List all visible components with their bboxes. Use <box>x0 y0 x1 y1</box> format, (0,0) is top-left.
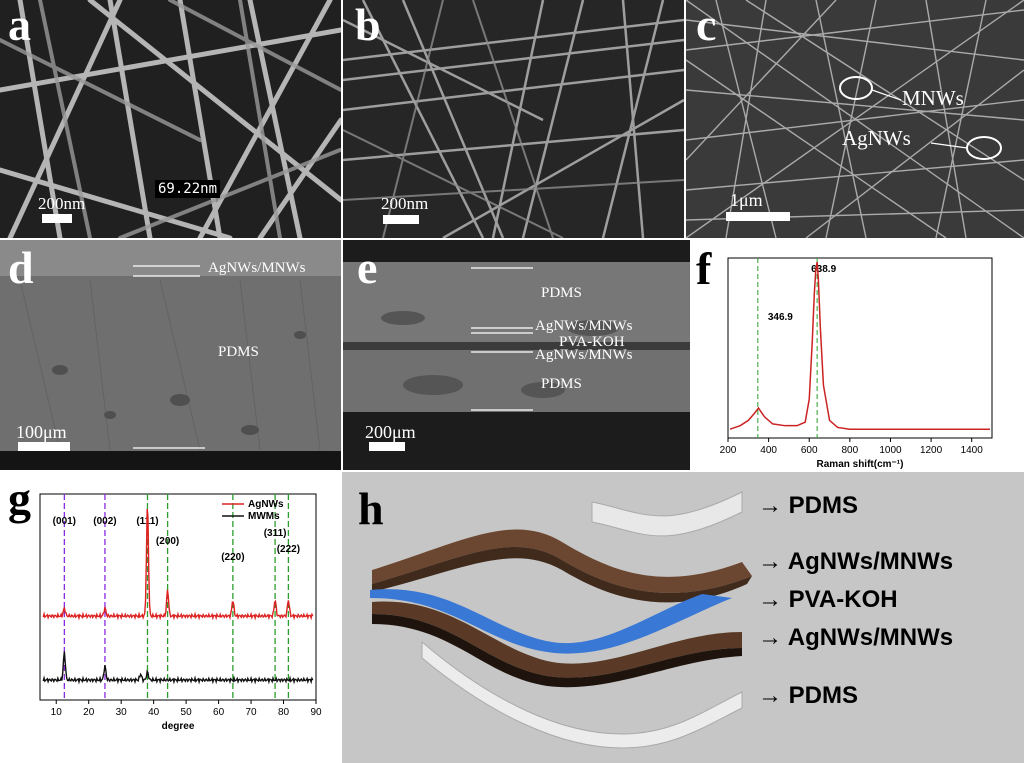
arrow-right-icon: → <box>758 682 782 709</box>
peak-label: (222) <box>277 544 300 555</box>
peak-label: (001) <box>53 516 76 527</box>
x-axis-label: degree <box>162 721 195 732</box>
sem-panel-a: a 200nm 69.22nm <box>0 0 341 238</box>
arrow-right-icon: → <box>758 586 782 613</box>
device-schematic-h: h → PDMS → AgNWs/MNWs → PVA-KOH → AgNWs/… <box>342 472 1024 763</box>
layer-label-e3: PVA-KOH <box>559 334 625 350</box>
measure-label-a: 69.22nm <box>155 180 221 198</box>
arrow-right-icon: → <box>758 548 782 575</box>
layer-label-e5: PDMS <box>541 376 582 392</box>
layer-label-e1: PDMS <box>541 285 582 301</box>
sem-panel-e: e PDMS AgNWs/MNWs PVA-KOH AgNWs/MNWs PDM… <box>343 240 690 470</box>
schematic-label-1: → PDMS <box>758 492 859 519</box>
x-tick-label: 80 <box>278 707 290 718</box>
legend-label: AgNWs <box>248 499 284 510</box>
peak-label: (200) <box>156 536 179 547</box>
peak-label: (311) <box>264 528 287 539</box>
x-axis-label: Raman shift(cm⁻¹) <box>817 459 904 470</box>
plot-frame <box>39 493 317 701</box>
panel-label-a: a <box>8 0 31 50</box>
panel-label-c: c <box>696 0 717 50</box>
nanowire-image-b <box>343 0 684 238</box>
sem-panel-b: b 200nm <box>343 0 684 238</box>
peak-label: (220) <box>221 552 244 563</box>
cross-section-image-e <box>343 240 690 470</box>
x-tick-label: 1400 <box>961 445 984 456</box>
schematic-label-2: → AgNWs/MNWs <box>758 548 954 575</box>
x-tick-label: 90 <box>310 707 322 718</box>
legend-label: MWMs <box>248 511 280 522</box>
x-tick-label: 60 <box>213 707 225 718</box>
x-tick-label: 70 <box>245 707 257 718</box>
panel-label-d: d <box>8 242 34 293</box>
panel-label-h: h <box>358 483 384 534</box>
plot-frame <box>727 257 993 439</box>
x-tick-label: 600 <box>801 445 818 456</box>
peak-label: 638.9 <box>811 264 836 275</box>
x-tick-label: 1000 <box>879 445 902 456</box>
arrow-right-icon: → <box>758 492 782 519</box>
x-tick-label: 20 <box>83 707 95 718</box>
layer-label-e4: AgNWs/MNWs <box>535 347 633 363</box>
panel-label-g: g <box>8 473 31 524</box>
peak-label: 346.9 <box>768 312 793 323</box>
xrd-series-line <box>42 508 314 621</box>
raman-series-line <box>729 261 990 430</box>
scale-bar-c <box>726 212 790 221</box>
scale-text-b: 200nm <box>381 194 429 213</box>
x-tick-label: 40 <box>148 707 160 718</box>
layer-label-e2: AgNWs/MNWs <box>535 318 633 334</box>
scale-text-c: 1μm <box>730 190 763 210</box>
panel-label-f: f <box>696 243 712 294</box>
mnw-annotation: MNWs <box>902 86 964 110</box>
x-tick-label: 30 <box>116 707 128 718</box>
schematic-label-5: → PDMS <box>758 682 859 709</box>
panel-label-e: e <box>357 242 378 293</box>
scale-bar-e <box>369 442 405 451</box>
schematic-label-4: → AgNWs/MNWs <box>758 624 954 651</box>
nanowire-image-a <box>0 0 341 238</box>
scale-text-d: 100μm <box>16 422 67 442</box>
scale-bar-b <box>383 215 419 224</box>
peak-label: (002) <box>93 516 116 527</box>
nanowire-image-c <box>686 0 1024 238</box>
scale-bar-d <box>18 442 70 451</box>
agnw-annotation: AgNWs <box>842 126 911 150</box>
x-tick-label: 400 <box>760 445 777 456</box>
layer-label-d2: PDMS <box>218 344 259 360</box>
xrd-series-line <box>42 651 314 685</box>
scale-text-a: 200nm <box>38 194 86 213</box>
scale-bar-a <box>42 214 72 223</box>
x-tick-label: 800 <box>842 445 859 456</box>
x-tick-label: 50 <box>181 707 193 718</box>
scale-text-e: 200μm <box>365 422 416 442</box>
layered-device-drawing <box>370 491 752 749</box>
sem-panel-d: d AgNWs/MNWs PDMS 100μm <box>0 240 341 470</box>
layer-label-d1: AgNWs/MNWs <box>208 260 306 276</box>
arrow-right-icon: → <box>758 624 782 651</box>
sem-panel-c: c MNWs AgNWs 1μm <box>686 0 1024 238</box>
x-tick-label: 10 <box>51 707 63 718</box>
x-tick-label: 1200 <box>920 445 943 456</box>
x-tick-label: 200 <box>720 445 737 456</box>
panel-label-b: b <box>355 0 381 50</box>
schematic-label-3: → PVA-KOH <box>758 586 898 613</box>
cross-section-image-d <box>0 240 341 470</box>
